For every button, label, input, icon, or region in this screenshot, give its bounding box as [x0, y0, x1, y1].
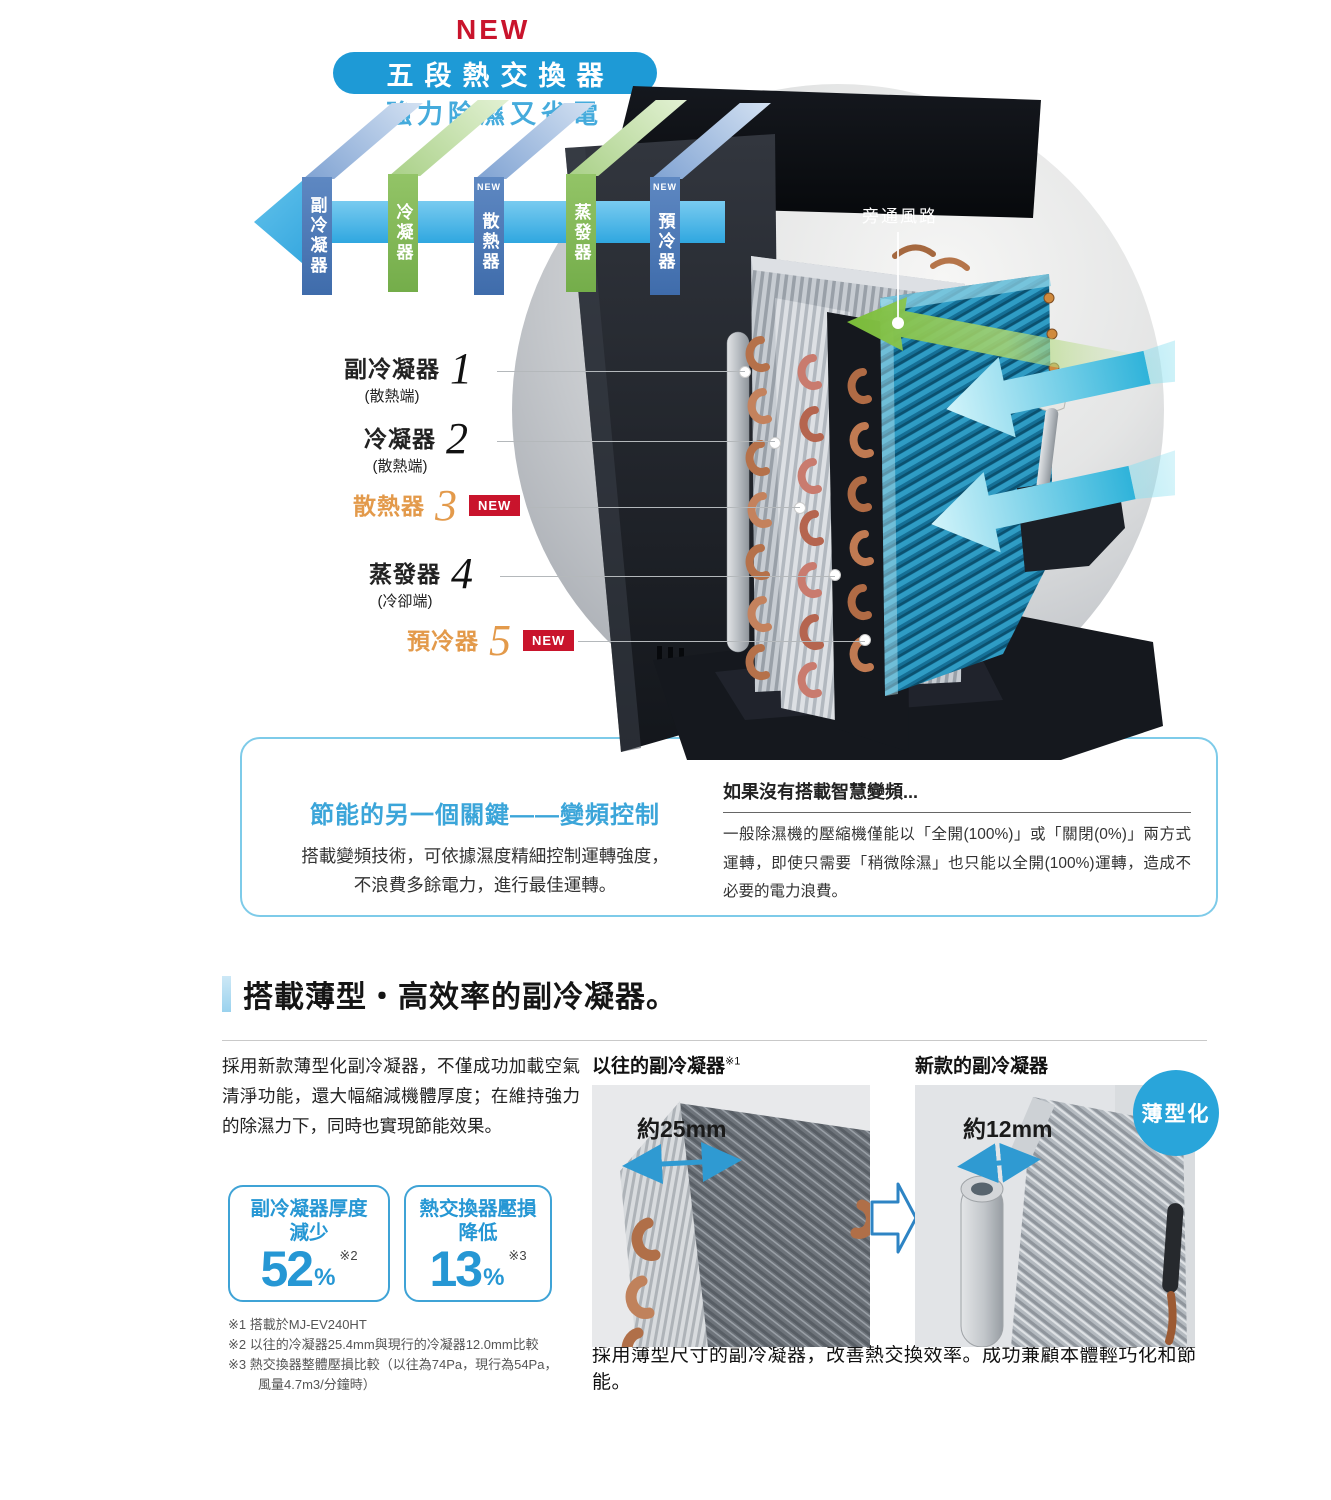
bypass-air-label: 旁通風路	[862, 207, 938, 226]
callout-name: 散熱器	[353, 493, 425, 519]
callout-number: 4	[451, 549, 473, 598]
stat-value: 13	[429, 1240, 483, 1297]
stat-line1: 副冷凝器厚度	[250, 1197, 368, 1220]
heading-accent-bar	[222, 976, 231, 1012]
callout-number: 3	[435, 481, 457, 530]
callout-line	[500, 576, 835, 577]
inverter-info-right: 如果沒有搭載智慧變頻... 一般除濕機的壓縮機僅能以「全開(100%)」或「關閉…	[723, 778, 1191, 907]
new-tag: NEW	[477, 182, 501, 192]
section-divider	[222, 1040, 1207, 1041]
stat-footnote-mark: ※3	[508, 1248, 527, 1264]
hero-title-pill: 五段熱交換器	[333, 52, 657, 94]
callout-evaporator: 蒸發器 (冷卻端) 4	[369, 549, 473, 611]
flow-stage-sub-condenser: 副冷凝器	[302, 103, 423, 295]
inverter-heading: 節能的另一個關鍵——變頻控制	[310, 802, 660, 829]
copper-tubes	[745, 244, 970, 698]
callout-name: 冷凝器	[364, 426, 436, 452]
callout-number: 5	[489, 616, 511, 665]
no-inverter-body: 一般除濕機的壓縮機僅能以「全開(100%)」或「關閉(0%)」兩方式運轉，即使只…	[723, 826, 1191, 901]
transform-arrow-icon	[870, 1182, 918, 1259]
stat-footnote-mark: ※2	[339, 1248, 358, 1264]
flow-stage-label: 蒸發器	[571, 203, 591, 263]
section-intro-text: 採用新款薄型化副冷凝器，不僅成功加載空氣清淨功能，還大幅縮減機體厚度；在維持強力…	[222, 1056, 580, 1137]
comparison-caption: 採用薄型尺寸的副冷凝器，改善熱交換效率。成功兼顧本體輕巧化和節能。	[592, 1345, 1197, 1393]
hero-new-label: NEW	[456, 14, 531, 45]
callout-markers	[739, 232, 904, 646]
callout-condenser: 冷凝器 (散熱端) 2	[364, 414, 468, 476]
callout-number: 2	[446, 414, 468, 463]
flow-diagram: 副冷凝器 冷凝器 NEW 散熱器 蒸發器 NEW 預冷器	[250, 100, 771, 317]
no-inverter-heading: 如果沒有搭載智慧變頻...	[723, 778, 1191, 813]
callout-name: 蒸發器	[369, 561, 441, 587]
machine-body	[565, 86, 1163, 760]
heat-exchanger-stack	[726, 244, 1125, 752]
callout-precooler: 預冷器 5 NEW	[407, 616, 575, 665]
old-condenser-image	[592, 1085, 877, 1371]
old-thickness-label: 約25mm	[637, 1116, 727, 1142]
flow-stage-label: 副冷凝器	[307, 196, 327, 276]
stat-line2: 降低	[458, 1222, 498, 1245]
callout-line	[497, 441, 775, 442]
stat-pressure-loss: 熱交換器壓損 降低 13 % ※3	[404, 1185, 552, 1302]
flow-stage-label: 冷凝器	[393, 203, 413, 263]
inverter-info-left: 節能的另一個關鍵——變頻控制 搭載變頻技術，可依據濕度精細控制運轉強度， 不浪費…	[275, 795, 695, 900]
callout-name: 預冷器	[407, 628, 479, 654]
flow-stage-radiator: NEW 散熱器	[474, 103, 595, 295]
new-badge: NEW	[469, 495, 521, 516]
section-heading-row: 搭載薄型・高效率的副冷凝器。	[222, 972, 677, 1016]
thin-badge: 薄型化	[1133, 1070, 1219, 1156]
stat-line1: 熱交換器壓損	[419, 1197, 537, 1220]
flow-stage-label: 散熱器	[479, 212, 499, 272]
stat-line2: 減少	[289, 1222, 329, 1245]
old-condenser-footnote-mark: ※1	[725, 1055, 741, 1068]
flow-stage-precooler: NEW 預冷器	[650, 103, 771, 295]
section-title: 搭載薄型・高效率的副冷凝器。	[243, 981, 677, 1014]
new-badge: NEW	[523, 630, 575, 651]
inverter-body-line2: 不浪費多餘電力，進行最佳運轉。	[353, 874, 617, 895]
callout-radiator: 散熱器 3 NEW	[353, 481, 521, 530]
new-thickness-label: 約12mm	[963, 1116, 1053, 1142]
callout-line	[497, 371, 745, 372]
callout-sub-condenser: 副冷凝器 (散熱端) 1	[344, 344, 472, 406]
footnote-2: ※2 以往的冷凝器25.4mm與現行的冷凝器12.0mm比較	[228, 1337, 539, 1353]
footnote-3: ※3 熱交換器整體壓損比較（以往為74Pa，現行為54Pa， 風量4.7m3/分…	[228, 1357, 558, 1393]
new-tag: NEW	[653, 182, 677, 192]
callout-line	[578, 641, 865, 642]
callout-number: 1	[450, 344, 472, 393]
old-condenser-label: 以往的副冷凝器※1	[592, 1051, 740, 1078]
stat-unit: %	[483, 1264, 505, 1292]
stat-value: 52	[260, 1240, 314, 1297]
callout-sub: (散熱端)	[364, 388, 420, 405]
callout-sub: (散熱端)	[372, 458, 428, 475]
flow-stage-evaporator: 蒸發器	[566, 100, 687, 292]
footnotes: ※1 搭載於MJ-EV240HT ※2 以往的冷凝器25.4mm與現行的冷凝器1…	[228, 1315, 588, 1396]
old-condenser-label-text: 以往的副冷凝器	[592, 1056, 726, 1077]
new-condenser-label: 新款的副冷凝器	[915, 1056, 1049, 1077]
flow-stage-label: 預冷器	[655, 212, 675, 272]
callout-sub: (冷卻端)	[377, 593, 433, 610]
footnote-1: ※1 搭載於MJ-EV240HT	[228, 1317, 367, 1332]
callout-name: 副冷凝器	[344, 356, 440, 382]
callout-line	[527, 507, 800, 508]
stat-thickness-reduction: 副冷凝器厚度 減少 52 % ※2	[228, 1185, 390, 1302]
stat-unit: %	[314, 1264, 336, 1292]
inverter-body-line1: 搭載變頻技術，可依據濕度精細控制運轉強度，	[301, 846, 669, 866]
flow-stage-condenser: 冷凝器	[388, 100, 509, 292]
